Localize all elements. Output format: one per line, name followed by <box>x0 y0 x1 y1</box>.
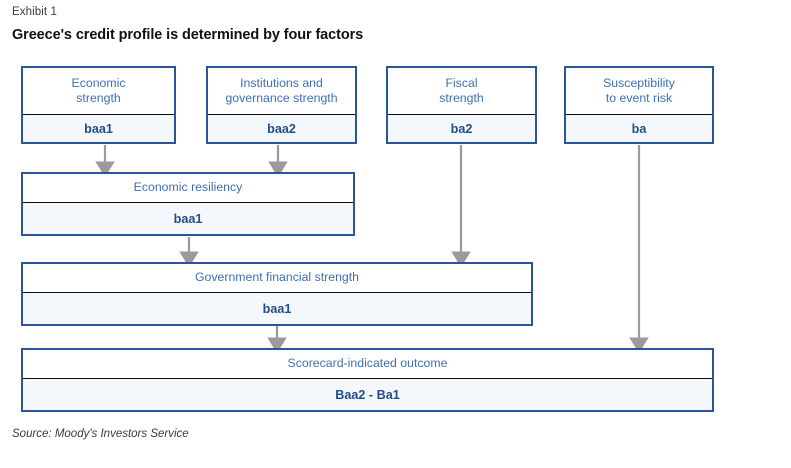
factor-score-scorecard-outcome: Baa2 - Ba1 <box>23 379 712 410</box>
factor-title-scorecard-outcome: Scorecard-indicated outcome <box>23 350 712 379</box>
factor-box-institutions[interactable]: Institutions and governance strength baa… <box>206 66 357 144</box>
factor-box-economic-resiliency[interactable]: Economic resiliency baa1 <box>21 172 355 236</box>
factor-box-scorecard-outcome[interactable]: Scorecard-indicated outcome Baa2 - Ba1 <box>21 348 714 412</box>
factor-title-economic-resiliency: Economic resiliency <box>23 174 353 203</box>
factor-box-government-financial-strength[interactable]: Government financial strength baa1 <box>21 262 533 326</box>
factor-title-institutions: Institutions and governance strength <box>208 68 355 115</box>
factor-score-government-financial-strength: baa1 <box>23 293 531 324</box>
factor-title-susceptibility: Susceptibility to event risk <box>566 68 712 115</box>
source-note: Source: Moody's Investors Service <box>12 428 189 440</box>
factor-box-susceptibility[interactable]: Susceptibility to event risk ba <box>564 66 714 144</box>
factor-score-susceptibility: ba <box>566 115 712 142</box>
factor-score-economic-strength: baa1 <box>23 115 174 142</box>
factor-title-government-financial-strength: Government financial strength <box>23 264 531 293</box>
factor-score-fiscal-strength: ba2 <box>388 115 535 142</box>
factor-box-economic-strength[interactable]: Economic strength baa1 <box>21 66 176 144</box>
factor-box-fiscal-strength[interactable]: Fiscal strength ba2 <box>386 66 537 144</box>
exhibit-label: Exhibit 1 <box>12 6 58 18</box>
factor-title-economic-strength: Economic strength <box>23 68 174 115</box>
page-title: Greece's credit profile is determined by… <box>12 27 364 43</box>
factor-score-economic-resiliency: baa1 <box>23 203 353 234</box>
factor-score-institutions: baa2 <box>208 115 355 142</box>
factor-title-fiscal-strength: Fiscal strength <box>388 68 535 115</box>
